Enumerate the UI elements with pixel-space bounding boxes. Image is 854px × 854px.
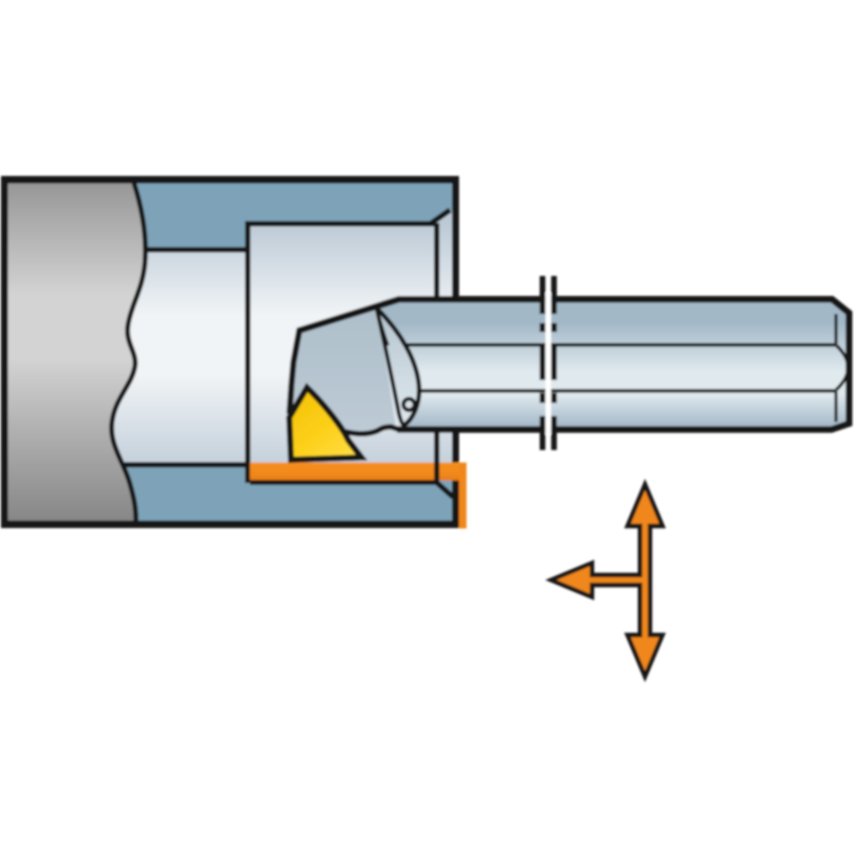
feed-direction-arrows — [545, 478, 666, 683]
end-corner-bottom — [434, 481, 452, 521]
workpiece-border-bottom — [1, 520, 459, 528]
workpiece-border-top — [1, 176, 459, 184]
insert — [286, 382, 368, 463]
counterbore-step-line — [245, 221, 251, 483]
shank — [377, 299, 849, 430]
clamp-facet-line — [376, 310, 390, 347]
break-lines — [539, 276, 557, 450]
machined-face-surface — [459, 462, 467, 529]
break-wave-line — [109, 182, 148, 522]
break-gap — [545, 293, 551, 434]
machined-surface-underline — [250, 480, 438, 485]
bar-outline-top — [296, 296, 853, 433]
machined-bore-surface — [250, 462, 466, 481]
bore-top-line — [60, 247, 250, 253]
end-chamfer-bottom-line — [433, 478, 455, 500]
workpiece-border-left — [1, 176, 8, 528]
boring-bar — [286, 296, 853, 463]
bore-bottom-line — [60, 462, 250, 468]
clamp-right-line — [375, 306, 422, 428]
counterbore-top-line — [245, 221, 434, 227]
end-corner-top — [433, 183, 452, 224]
head-left-outline — [286, 328, 303, 415]
clamp-left-line — [375, 309, 406, 428]
end-chamfer-top-line — [428, 207, 452, 227]
cutting-head — [289, 299, 399, 433]
screw-hole — [401, 396, 417, 413]
head-nose-outline — [343, 424, 400, 437]
